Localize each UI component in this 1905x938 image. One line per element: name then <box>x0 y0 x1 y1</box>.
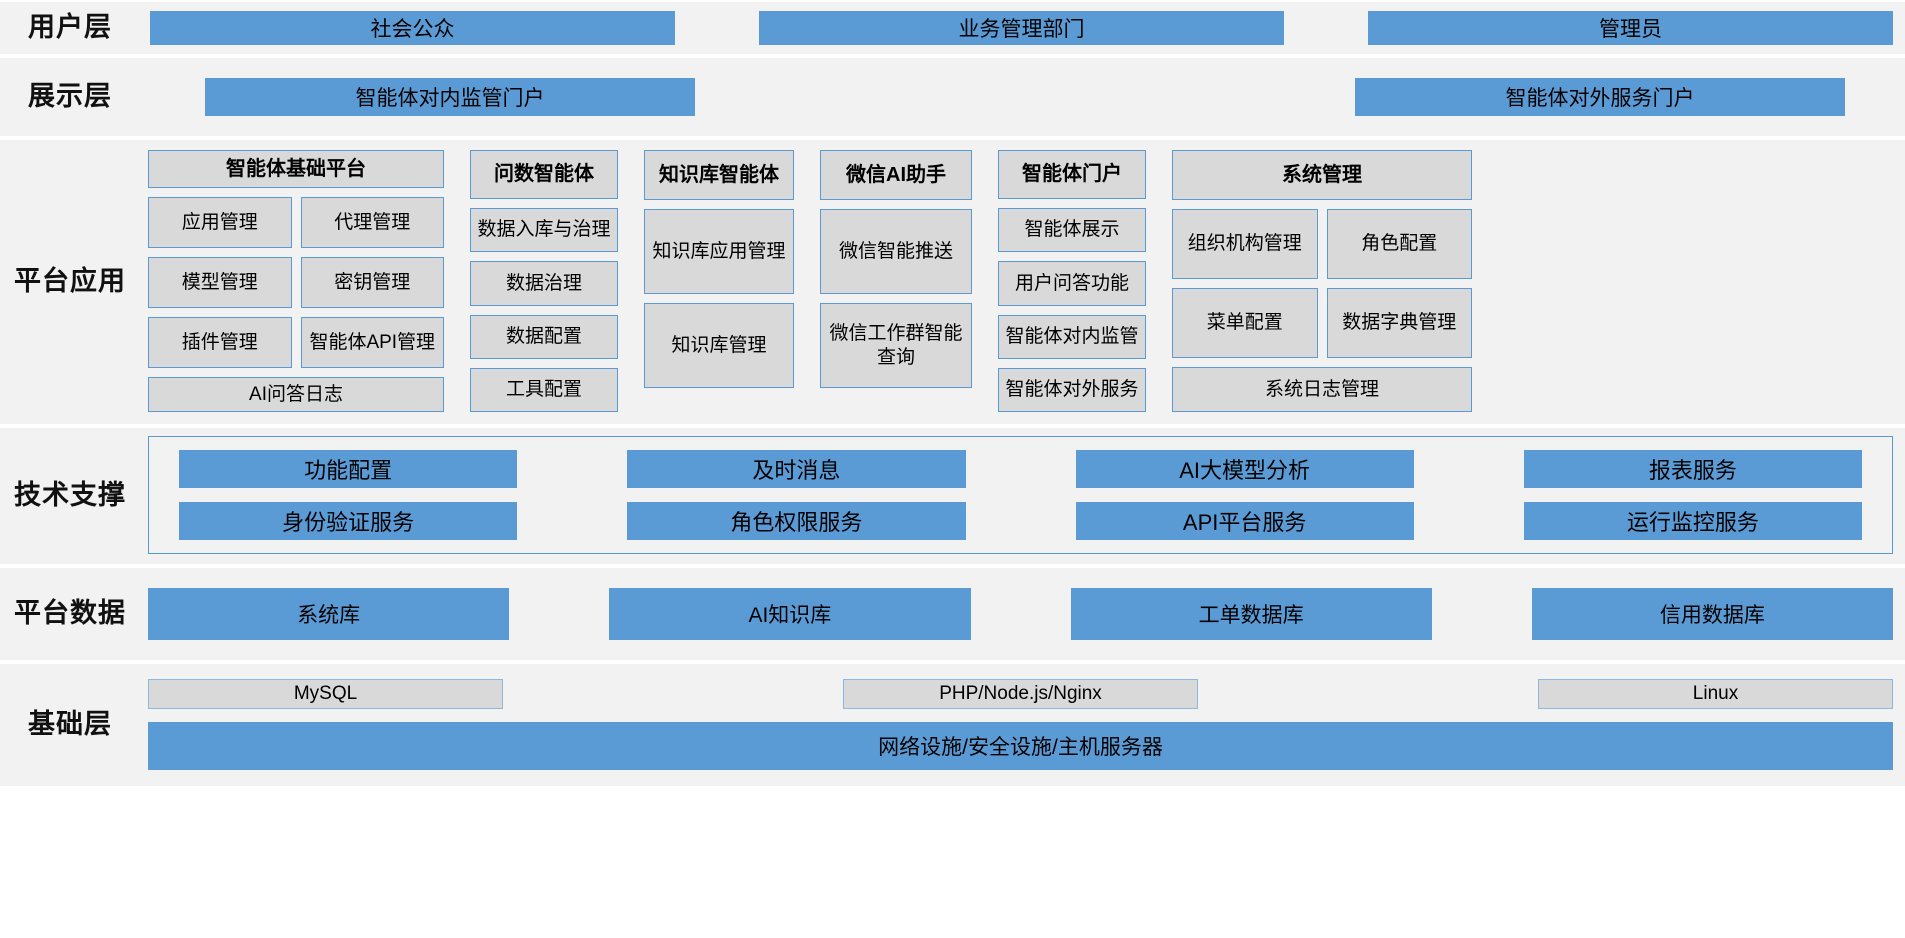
platform-row: 模型管理 密钥管理 <box>148 257 444 309</box>
layer-body-platform-application: 智能体基础平台 应用管理 代理管理 模型管理 密钥管理 插件管理 智能体API管… <box>140 140 1905 424</box>
module-key-management[interactable]: 密钥管理 <box>300 257 444 309</box>
layer-presentation: 展示层 智能体对内监管门户 智能体对外服务门户 <box>0 56 1905 138</box>
column-head-agent-portal[interactable]: 智能体门户 <box>998 150 1146 200</box>
module-role-configuration[interactable]: 角色配置 <box>1326 209 1472 279</box>
layer-platform-application: 平台 应用 智能体基础平台 应用管理 代理管理 模型管理 密钥管理 插件管理 智… <box>0 138 1905 426</box>
data-item-system-db[interactable]: 系统库 <box>148 588 510 640</box>
tech-item-api-platform-service[interactable]: API平台服务 <box>1075 502 1414 540</box>
tech-item-report-service[interactable]: 报表服务 <box>1523 450 1862 488</box>
module-kb-management[interactable]: 知识库管理 <box>644 303 794 388</box>
module-user-qa-function[interactable]: 用户问答功能 <box>998 261 1146 306</box>
tech-support-row: 功能配置 及时消息 AI大模型分析 报表服务 <box>179 450 1862 488</box>
tech-item-role-permission-service[interactable]: 角色权限服务 <box>627 502 966 540</box>
presentation-item-external-portal[interactable]: 智能体对外服务门户 <box>1355 78 1845 116</box>
layer-label-platform-data-line1: 平台 <box>14 598 70 629</box>
module-system-log-management[interactable]: 系统日志管理 <box>1172 367 1472 412</box>
layer-label-tech-support: 技术 支撑 <box>0 428 140 564</box>
tech-item-ai-large-model-analysis[interactable]: AI大模型分析 <box>1075 450 1414 488</box>
module-app-management[interactable]: 应用管理 <box>148 197 292 249</box>
tech-item-authentication-service[interactable]: 身份验证服务 <box>179 502 518 540</box>
module-tool-configuration[interactable]: 工具配置 <box>470 367 618 412</box>
layer-body-infrastructure: MySQL PHP/Node.js/Nginx Linux 网络设施/安全设施/… <box>140 664 1905 786</box>
layer-platform-data: 平台 数据 系统库 AI知识库 工单数据库 信用数据库 <box>0 566 1905 662</box>
infra-item-linux[interactable]: Linux <box>1538 678 1893 709</box>
platform-row: 菜单配置 数据字典管理 <box>1172 288 1472 358</box>
user-item-business-dept[interactable]: 业务管理部门 <box>759 11 1284 45</box>
module-plugin-management[interactable]: 插件管理 <box>148 317 292 369</box>
module-data-ingest-governance[interactable]: 数据入库与治理 <box>470 208 618 253</box>
layer-label-user: 用户层 <box>28 12 112 43</box>
platform-column-agent-base: 智能体基础平台 应用管理 代理管理 模型管理 密钥管理 插件管理 智能体API管… <box>148 150 444 412</box>
module-org-management[interactable]: 组织机构管理 <box>1172 209 1318 279</box>
module-data-dictionary-management[interactable]: 数据字典管理 <box>1326 288 1472 358</box>
data-item-ai-knowledge-db[interactable]: AI知识库 <box>609 588 971 640</box>
module-agent-showcase[interactable]: 智能体展示 <box>998 208 1146 253</box>
column-head-agent-base[interactable]: 智能体基础平台 <box>148 150 444 189</box>
infrastructure-bottom-row: 网络设施/安全设施/主机服务器 <box>148 721 1893 770</box>
column-head-system-management[interactable]: 系统管理 <box>1172 150 1472 200</box>
tech-support-row: 身份验证服务 角色权限服务 API平台服务 运行监控服务 <box>179 502 1862 540</box>
platform-row: 应用管理 代理管理 <box>148 197 444 249</box>
infra-item-network-security-host[interactable]: 网络设施/安全设施/主机服务器 <box>148 721 1893 770</box>
user-item-public[interactable]: 社会公众 <box>150 11 675 45</box>
module-wechat-group-smart-query[interactable]: 微信工作群智能查询 <box>820 303 972 388</box>
layer-label-platform-data-line2: 数据 <box>70 598 126 629</box>
module-model-management[interactable]: 模型管理 <box>148 257 292 309</box>
platform-column-data-query-agent: 问数智能体 数据入库与治理 数据治理 数据配置 工具配置 <box>470 150 618 412</box>
layer-body-tech-support: 功能配置 及时消息 AI大模型分析 报表服务 身份验证服务 角色权限服务 API… <box>140 428 1905 564</box>
platform-column-system-management: 系统管理 组织机构管理 角色配置 菜单配置 数据字典管理 系统日志管理 <box>1172 150 1472 412</box>
layer-label-presentation: 展示层 <box>28 81 112 112</box>
module-menu-configuration[interactable]: 菜单配置 <box>1172 288 1318 358</box>
module-kb-app-management[interactable]: 知识库应用管理 <box>644 209 794 294</box>
layer-label-tech-support-line1: 技术 <box>14 480 70 511</box>
platform-column-knowledge-base-agent: 知识库智能体 知识库应用管理 知识库管理 <box>644 150 794 412</box>
module-data-governance[interactable]: 数据治理 <box>470 261 618 306</box>
layer-tech-support: 技术 支撑 功能配置 及时消息 AI大模型分析 报表服务 身份验证服务 角色权限… <box>0 426 1905 566</box>
infra-item-mysql[interactable]: MySQL <box>148 678 503 709</box>
layer-body-user: 社会公众 业务管理部门 管理员 <box>140 2 1905 54</box>
layer-label-platform-data: 平台 数据 <box>0 568 140 660</box>
platform-column-wechat-ai-assistant: 微信AI助手 微信智能推送 微信工作群智能查询 <box>820 150 972 412</box>
module-agent-internal-supervision[interactable]: 智能体对内监管 <box>998 314 1146 359</box>
platform-column-agent-portal: 智能体门户 智能体展示 用户问答功能 智能体对内监管 智能体对外服务 <box>998 150 1146 412</box>
column-head-data-query-agent[interactable]: 问数智能体 <box>470 150 618 200</box>
layer-label-infrastructure: 基础层 <box>28 709 112 740</box>
module-data-configuration[interactable]: 数据配置 <box>470 314 618 359</box>
column-head-knowledge-base-agent[interactable]: 知识库智能体 <box>644 150 794 200</box>
tech-item-instant-message[interactable]: 及时消息 <box>627 450 966 488</box>
data-item-work-order-db[interactable]: 工单数据库 <box>1070 588 1432 640</box>
module-agent-api-management[interactable]: 智能体API管理 <box>300 317 444 369</box>
data-item-credit-db[interactable]: 信用数据库 <box>1531 588 1893 640</box>
layer-label-platform-application-line2: 应用 <box>70 266 126 297</box>
user-item-admin[interactable]: 管理员 <box>1368 11 1893 45</box>
layer-label-tech-support-line2: 支撑 <box>70 480 126 511</box>
module-agent-external-service[interactable]: 智能体对外服务 <box>998 367 1146 412</box>
module-agent-management[interactable]: 代理管理 <box>300 197 444 249</box>
tech-support-frame: 功能配置 及时消息 AI大模型分析 报表服务 身份验证服务 角色权限服务 API… <box>148 436 1893 554</box>
infrastructure-top-row: MySQL PHP/Node.js/Nginx Linux <box>148 678 1893 709</box>
layer-body-platform-data: 系统库 AI知识库 工单数据库 信用数据库 <box>140 568 1905 660</box>
presentation-item-internal-portal[interactable]: 智能体对内监管门户 <box>205 78 695 116</box>
infra-item-php-node-nginx[interactable]: PHP/Node.js/Nginx <box>843 678 1198 709</box>
layer-infrastructure: 基础层 MySQL PHP/Node.js/Nginx Linux 网络设施/安… <box>0 662 1905 788</box>
platform-row: 组织机构管理 角色配置 <box>1172 209 1472 279</box>
module-wechat-smart-push[interactable]: 微信智能推送 <box>820 209 972 294</box>
layer-label-platform-application: 平台 应用 <box>0 140 140 424</box>
tech-item-function-config[interactable]: 功能配置 <box>179 450 518 488</box>
layer-body-presentation: 智能体对内监管门户 智能体对外服务门户 <box>140 58 1905 136</box>
module-ai-qa-log[interactable]: AI问答日志 <box>148 377 444 412</box>
layer-label-platform-application-line1: 平台 <box>14 266 70 297</box>
tech-item-runtime-monitoring-service[interactable]: 运行监控服务 <box>1523 502 1862 540</box>
column-head-wechat-ai-assistant[interactable]: 微信AI助手 <box>820 150 972 200</box>
platform-row: 插件管理 智能体API管理 <box>148 317 444 369</box>
layer-user: 用户层 社会公众 业务管理部门 管理员 <box>0 0 1905 56</box>
